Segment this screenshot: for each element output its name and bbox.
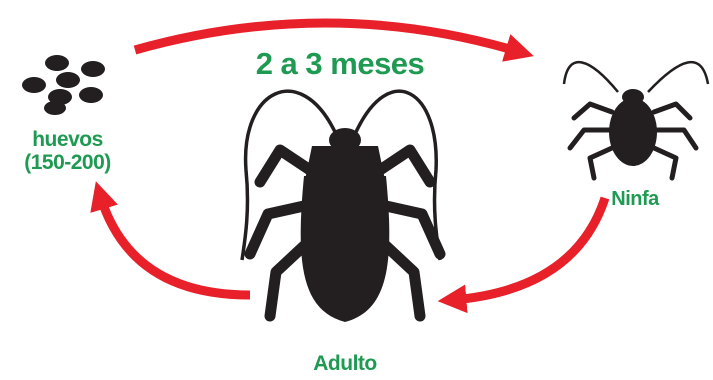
adult-cockroach-icon bbox=[242, 91, 440, 322]
arrow-adult-to-eggs bbox=[100, 195, 250, 295]
eggs-label-name: huevos bbox=[0, 128, 135, 151]
eggs-icon bbox=[22, 55, 105, 115]
nymph-cockroach-icon bbox=[564, 62, 708, 178]
period-label: 2 a 3 meses bbox=[230, 46, 450, 82]
arrow-nymph-to-adult bbox=[452, 198, 605, 300]
adult-label: Adulto bbox=[285, 351, 405, 377]
eggs-label: huevos (150-200) bbox=[0, 128, 135, 174]
eggs-label-count: (150-200) bbox=[0, 151, 135, 174]
nymph-label: Ninfa bbox=[590, 187, 680, 211]
